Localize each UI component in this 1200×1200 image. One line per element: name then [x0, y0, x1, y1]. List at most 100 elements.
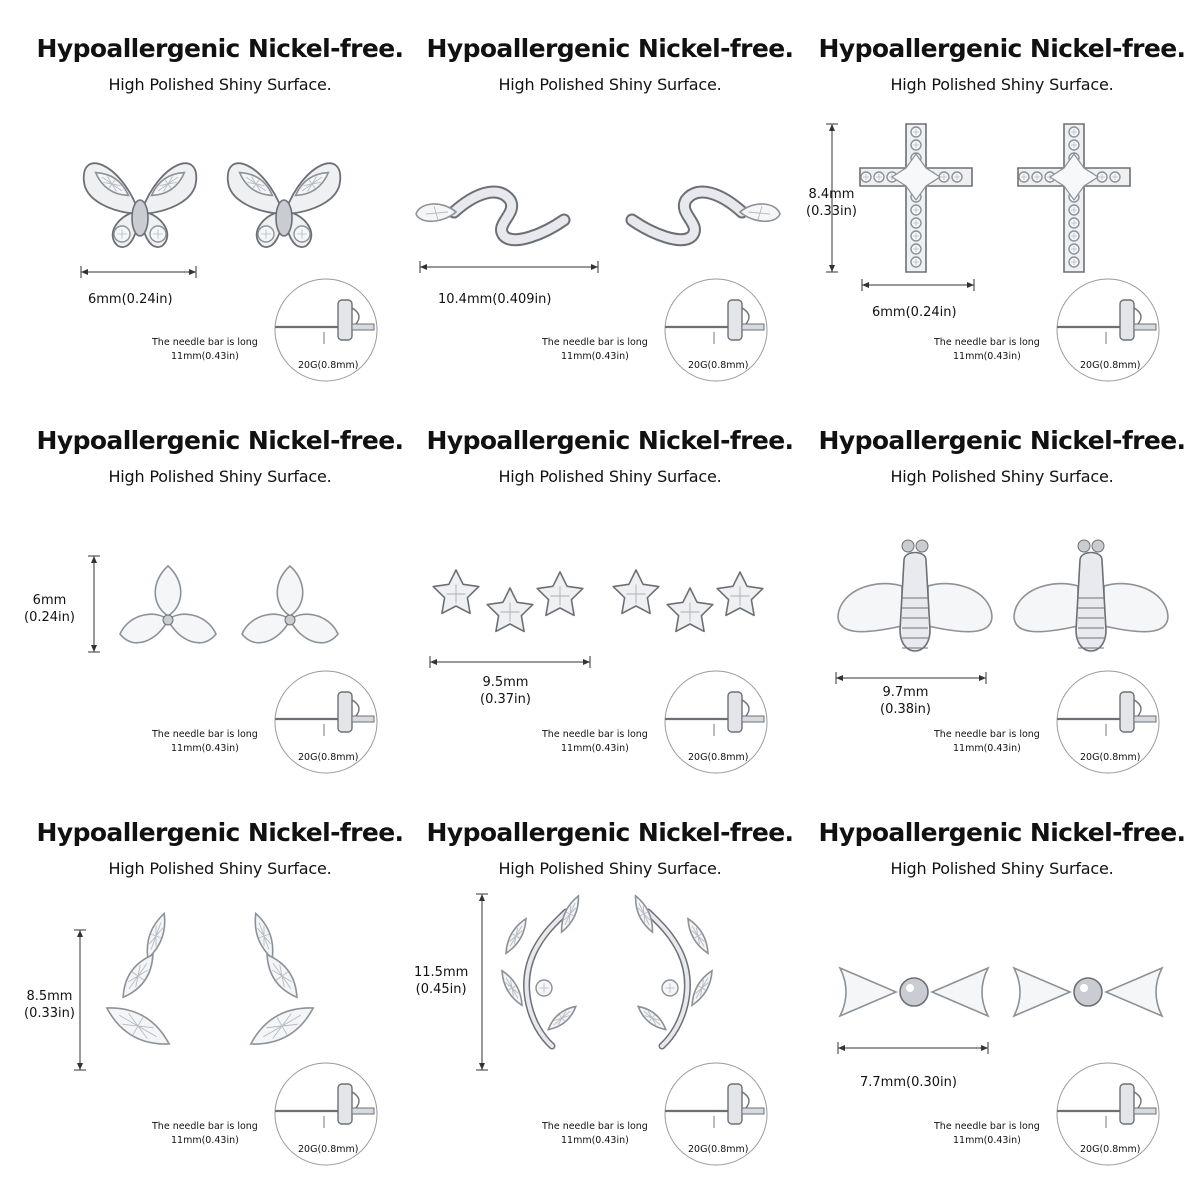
product-panel-bow: Hypoallergenic Nickel-free.High Polished… [806, 784, 1198, 1176]
earring-left [82, 162, 198, 248]
pave-gem [1068, 217, 1080, 229]
gauge-label: 20G(0.8mm) [298, 752, 359, 763]
earring-illustration [80, 162, 378, 382]
gauge-label: 20G(0.8mm) [688, 360, 749, 371]
star-gem [486, 587, 534, 633]
gauge-label: 20G(0.8mm) [1080, 1144, 1141, 1155]
marquise-gem [546, 1005, 578, 1031]
pear-gem [276, 564, 304, 617]
product-panel-snake: Hypoallergenic Nickel-free.High Polished… [414, 0, 806, 392]
pave-gem [1031, 171, 1043, 183]
width-dimension-label: 9.5mm (0.37in) [480, 675, 531, 707]
panel-subtitle: High Polished Shiny Surface. [108, 75, 332, 94]
needle-length-line2: 11mm(0.43in) [953, 743, 1021, 754]
pave-gem [910, 217, 922, 229]
needle-length-line1: The needle bar is long [542, 337, 648, 348]
pave-gem [951, 171, 963, 183]
earring-right [1017, 123, 1131, 273]
bow-gem [1103, 966, 1164, 1018]
pave-gem [860, 171, 872, 183]
earring-illustration [826, 123, 1160, 382]
panel-subtitle: High Polished Shiny Surface. [498, 467, 722, 486]
needle-detail-icon [664, 1062, 768, 1166]
earring-illustration [837, 966, 1164, 1166]
earring-illustration [74, 911, 378, 1166]
width-dimension [861, 279, 975, 291]
earring-left [432, 569, 584, 633]
wing-gem [94, 171, 130, 197]
needle-length-line2: 11mm(0.43in) [171, 743, 239, 754]
pear-gem [119, 613, 169, 644]
needle-length-line1: The needle bar is long [542, 1121, 648, 1132]
needle-detail-icon [274, 278, 378, 382]
star-gem [666, 587, 714, 633]
earring-right [1012, 966, 1164, 1018]
gauge-label: 20G(0.8mm) [298, 1144, 359, 1155]
earring-illustration [415, 185, 781, 382]
pave-gem [1068, 139, 1080, 151]
earring-left [105, 911, 171, 1045]
round-gem [293, 225, 311, 243]
pave-gem [873, 171, 885, 183]
product-panel-leaf: Hypoallergenic Nickel-free.High Polished… [24, 784, 416, 1176]
needle-length-line1: The needle bar is long [152, 337, 258, 348]
earring-right [241, 564, 339, 644]
panel-subtitle: High Polished Shiny Surface. [890, 75, 1114, 94]
panel-title: Hypoallergenic Nickel-free. [426, 426, 795, 455]
panel-subtitle: High Polished Shiny Surface. [890, 859, 1114, 878]
marquise-gem [266, 953, 298, 999]
pear-gem [167, 613, 217, 644]
earring-left [837, 539, 993, 652]
needle-length-line2: 11mm(0.43in) [561, 743, 629, 754]
needle-length-line1: The needle bar is long [934, 1121, 1040, 1132]
height-dimension [476, 893, 488, 1071]
earring-right [1013, 539, 1169, 652]
pave-gem [910, 256, 922, 268]
needle-length-line2: 11mm(0.43in) [171, 1135, 239, 1146]
pear-gem [154, 564, 182, 617]
height-dimension-label: 11.5mm (0.45in) [414, 965, 469, 997]
pave-gem [910, 139, 922, 151]
needle-length-line2: 11mm(0.43in) [953, 1135, 1021, 1146]
earring-left [119, 564, 217, 644]
round-gem [149, 225, 167, 243]
product-panel-butterfly: Hypoallergenic Nickel-free. High Polished… [24, 0, 416, 392]
needle-length-label: The needle bar is long 11mm(0.43in) [542, 728, 648, 756]
round-gem [661, 979, 679, 997]
marquise-gem [122, 953, 154, 999]
pave-gem [1068, 256, 1080, 268]
marquise-gem [636, 1005, 668, 1031]
round-gem [535, 979, 553, 997]
panel-title: Hypoallergenic Nickel-free. [426, 34, 795, 63]
star-gem [536, 571, 584, 617]
panel-subtitle: High Polished Shiny Surface. [108, 859, 332, 878]
gauge-label: 20G(0.8mm) [1080, 752, 1141, 763]
earring-right [249, 911, 315, 1045]
pave-gem [910, 126, 922, 138]
needle-length-line1: The needle bar is long [542, 729, 648, 740]
panel-subtitle: High Polished Shiny Surface. [498, 859, 722, 878]
panel-title: Hypoallergenic Nickel-free. [36, 34, 405, 63]
product-panel-cross: Hypoallergenic Nickel-free.High Polished… [806, 0, 1198, 392]
pave-gem [1068, 126, 1080, 138]
round-gem [113, 225, 131, 243]
wing-gem [1103, 582, 1169, 633]
marquise-gem [146, 911, 166, 961]
pave-gem [1109, 171, 1121, 183]
product-panel-stars: Hypoallergenic Nickel-free. High Polished… [414, 392, 806, 784]
height-dimension [74, 929, 86, 1071]
width-dimension-label: 9.7mm (0.38in) [880, 685, 931, 717]
marquise-gem [691, 969, 713, 1007]
marquise-gem [254, 911, 274, 961]
gauge-label: 20G(0.8mm) [1080, 360, 1141, 371]
width-dimension-label: 10.4mm(0.409in) [438, 292, 552, 307]
earring-right [634, 894, 713, 1050]
needle-length-line1: The needle bar is long [934, 337, 1040, 348]
height-dimension-label: 8.4mm (0.33in) [806, 187, 857, 219]
